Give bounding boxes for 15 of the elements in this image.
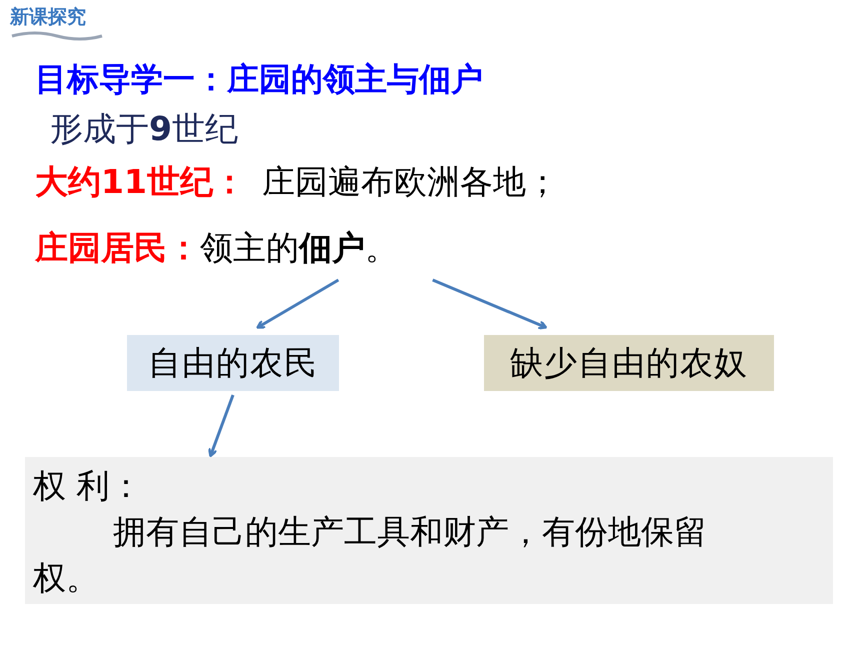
intro-text: 形成于9世纪 bbox=[50, 109, 238, 149]
body-text: 拥有自己的生产工具和财产，有份地保留权。 bbox=[33, 511, 708, 599]
section-tag: 新课探究 bbox=[10, 6, 86, 29]
arrow bbox=[256, 278, 340, 329]
category-box: 缺少自由的农奴 bbox=[484, 335, 774, 391]
category-box: 自由的农民 bbox=[127, 335, 339, 391]
rights-panel bbox=[25, 457, 833, 604]
arrow bbox=[432, 278, 548, 330]
statement-text: 领主的佃户。 bbox=[200, 228, 398, 267]
description-text: 庄园遍布欧洲各地； bbox=[262, 162, 559, 202]
field-label: 庄园居民： bbox=[35, 228, 200, 267]
slide-title: 目标导学一：庄园的领主与佃户 bbox=[35, 60, 483, 98]
arrow bbox=[208, 394, 234, 458]
heading-text: 权 利： bbox=[33, 465, 144, 507]
period-label: 大约11世纪： bbox=[35, 162, 246, 202]
